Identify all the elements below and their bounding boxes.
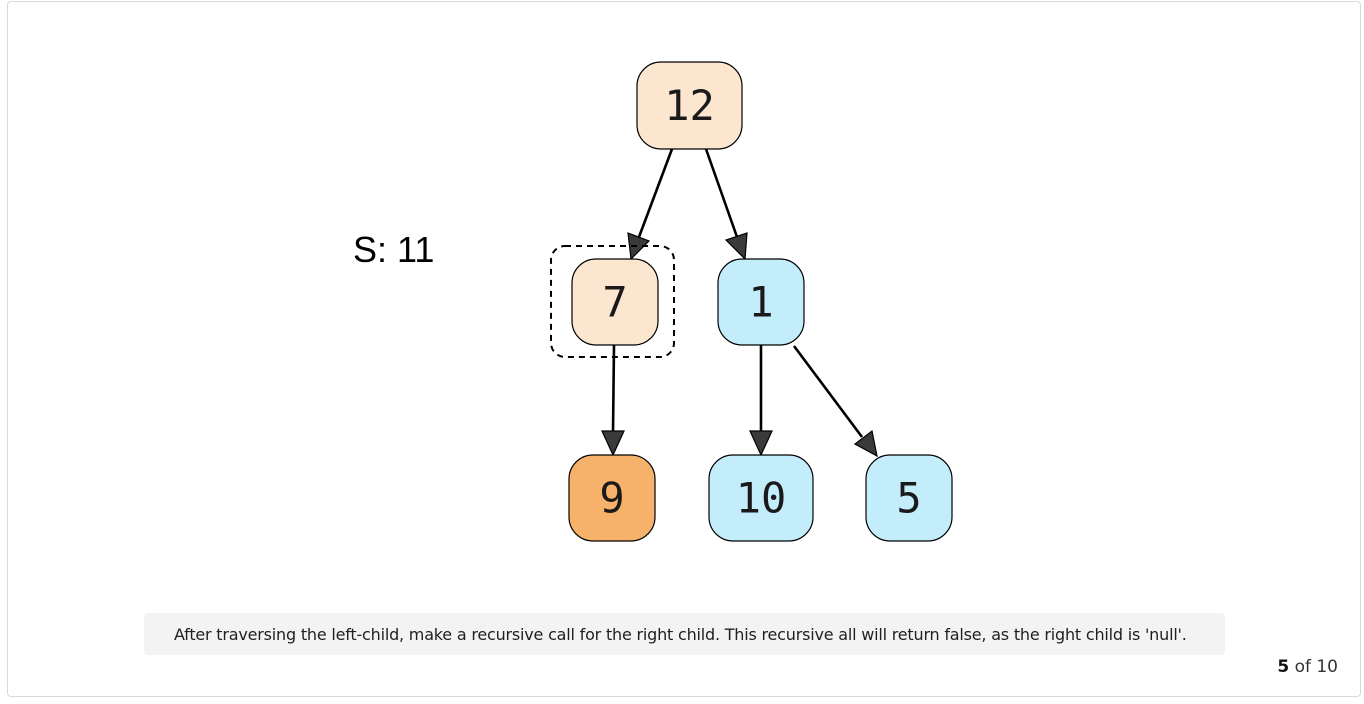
- sum-label: S: 11: [353, 229, 434, 270]
- tree-node-10: 10: [708, 454, 814, 542]
- tree-node-12: 12: [636, 61, 743, 150]
- tree-node-9: 9: [568, 454, 656, 542]
- edge-12-7: [637, 148, 674, 238]
- edge-12-1: [704, 148, 739, 238]
- pager-current: 5: [1277, 657, 1290, 677]
- node-1-box: [717, 258, 805, 346]
- node-12-label: 12: [664, 81, 715, 130]
- arrowhead-12-1: [724, 232, 748, 261]
- step-caption: After traversing the left-child, make a …: [144, 613, 1225, 655]
- edge-7-9: [611, 344, 616, 433]
- step-pager: 5 of 10: [1277, 657, 1338, 677]
- edges: [601, 148, 878, 458]
- node-10-label: 10: [736, 474, 787, 523]
- tree-node-5: 5: [865, 454, 953, 542]
- node-12-box: [636, 61, 743, 150]
- tree-node-7: 7: [571, 258, 659, 346]
- node-9-box: [568, 454, 656, 542]
- arrowhead-7-9: [601, 430, 625, 457]
- arrowhead-1-5: [853, 429, 878, 458]
- pager-total: 10: [1316, 657, 1338, 677]
- arrowhead-12-7: [627, 232, 651, 261]
- edge-1-5: [792, 345, 864, 438]
- node-9-label: 9: [599, 474, 624, 523]
- node-7-label: 7: [602, 278, 627, 327]
- pager-separator: of: [1294, 657, 1311, 677]
- current-node-highlight: [550, 245, 675, 358]
- node-5-label: 5: [896, 474, 921, 523]
- arrowhead-1-10: [749, 430, 773, 457]
- node-1-label: 1: [748, 278, 773, 327]
- node-10-box: [708, 454, 814, 542]
- tree-node-1: 1: [717, 258, 805, 346]
- node-7-box: [571, 258, 659, 346]
- node-5-box: [865, 454, 953, 542]
